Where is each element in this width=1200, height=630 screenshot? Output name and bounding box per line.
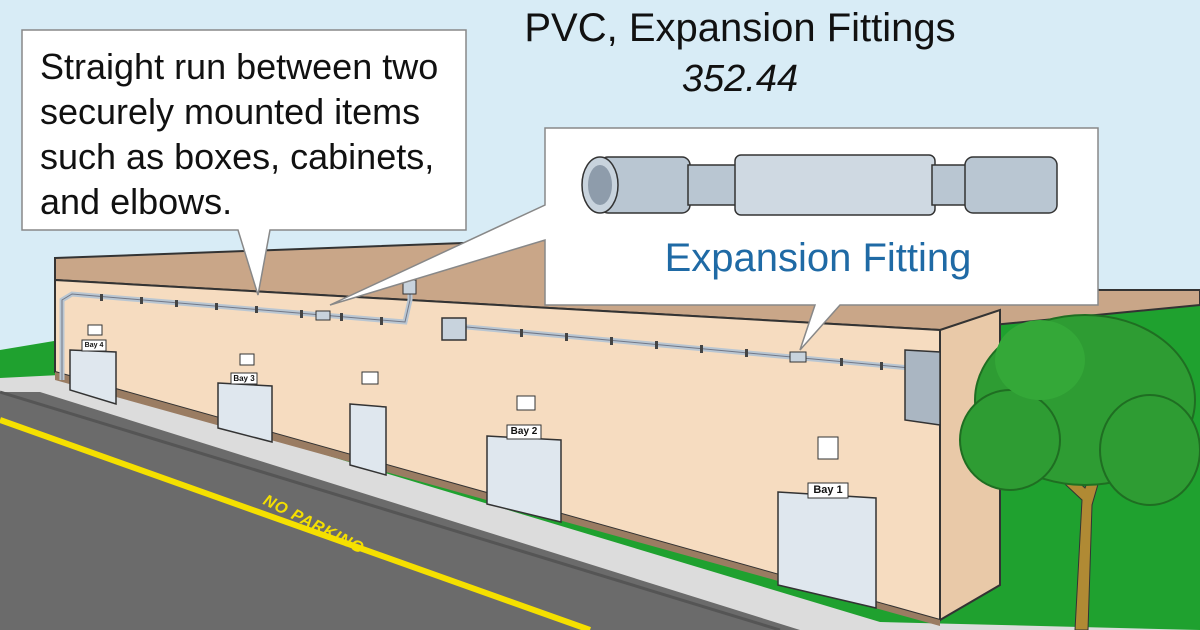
bay-2-label: Bay 2 bbox=[510, 426, 538, 437]
wall-light bbox=[361, 371, 379, 385]
bay-3-label: Bay 3 bbox=[233, 374, 255, 383]
callout-bubble-straight-run bbox=[21, 29, 467, 296]
electrical-cabinet bbox=[904, 349, 941, 426]
wall-expansion-fitting-left bbox=[315, 310, 331, 321]
bay-doors bbox=[69, 349, 877, 609]
wall-light bbox=[87, 324, 103, 336]
wall-light bbox=[516, 395, 536, 411]
straight-run-callout-text: Straight run between two securely mounte… bbox=[40, 46, 439, 222]
wall-light bbox=[239, 353, 255, 366]
conduit-straps bbox=[100, 294, 883, 370]
bay-4-label: Bay 4 bbox=[84, 342, 104, 349]
yellow-curb-line bbox=[0, 417, 592, 630]
wall-expansion-fitting-right bbox=[789, 351, 807, 363]
expansion-fitting-label: Expansion Fitting bbox=[664, 236, 972, 280]
junction-box bbox=[441, 317, 467, 341]
bay-label-plates bbox=[81, 339, 849, 499]
tree bbox=[959, 314, 1200, 630]
code-reference: 352.44 bbox=[681, 58, 799, 100]
bay-1-label: Bay 1 bbox=[813, 484, 843, 496]
diagram-title: PVC, Expansion Fittings bbox=[524, 6, 956, 50]
expansion-fitting-illustration bbox=[581, 154, 1058, 216]
curb-edge bbox=[0, 390, 781, 630]
wall-light bbox=[817, 436, 839, 460]
